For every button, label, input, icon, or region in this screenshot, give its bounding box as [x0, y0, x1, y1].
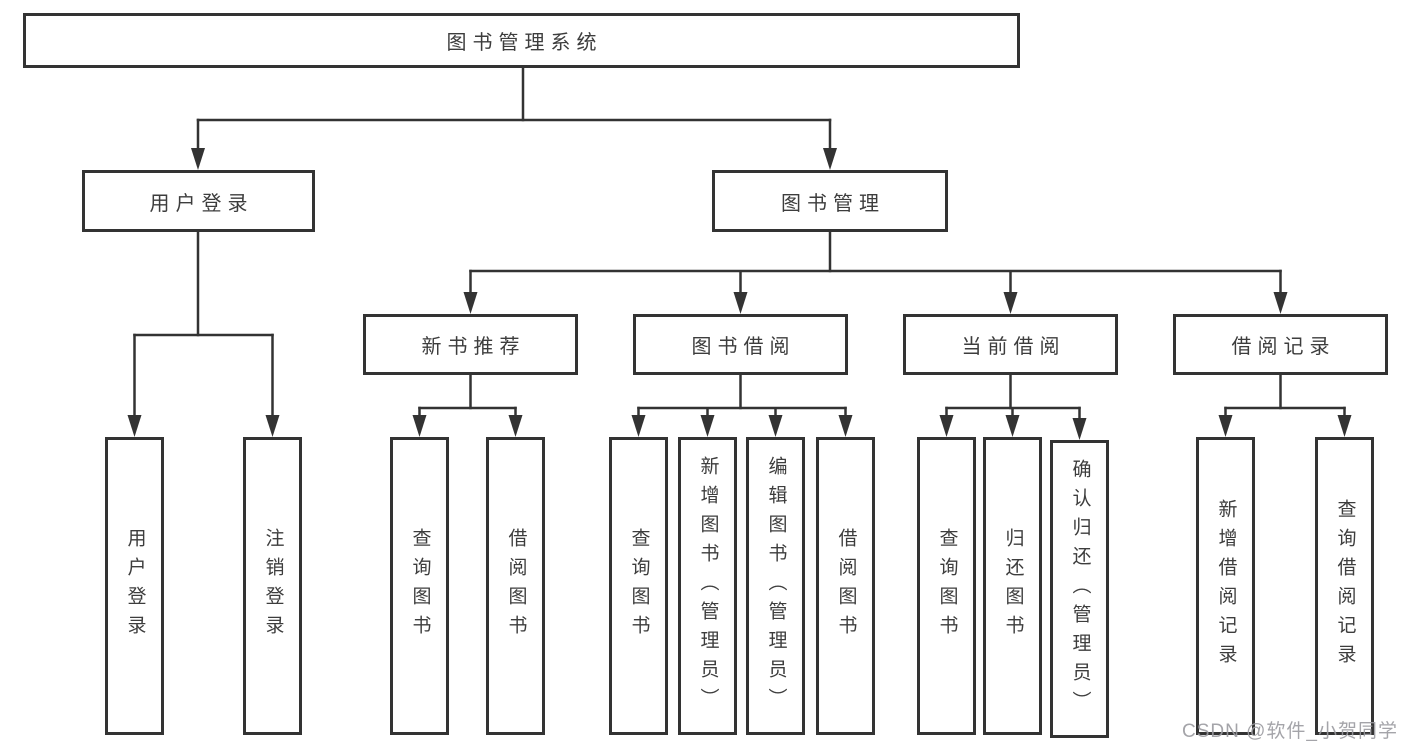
watermark: CSDN @软件_小贺同学: [1182, 721, 1398, 742]
leaf-recommend-query-books: 查询图书: [390, 437, 449, 735]
node-user-login: 用户登录: [82, 170, 315, 232]
connector-user-login-branch: [127, 232, 280, 437]
leaf-user-login-label: 用户登录: [124, 528, 146, 644]
leaf-current-confirm-return-admin-label: 确认归还（管理员）: [1069, 458, 1091, 720]
leaf-records-query-record: 查询借阅记录: [1315, 437, 1374, 735]
leaf-records-query-record-label: 查询借阅记录: [1334, 499, 1356, 673]
leaf-borrowing-add-books-admin-label: 新增图书（管理员）: [697, 455, 719, 717]
connector-book-mgmt-branch: [463, 232, 1288, 314]
connector-new-book-rec-branch: [412, 375, 523, 437]
leaf-records-add-record-label: 新增借阅记录: [1215, 499, 1237, 673]
leaf-borrowing-edit-books-admin-label: 编辑图书（管理员）: [765, 455, 787, 717]
leaf-recommend-borrow-books: 借阅图书: [486, 437, 545, 735]
node-current-borrowing: 当前借阅: [903, 314, 1118, 375]
node-root: 图书管理系统: [23, 13, 1020, 68]
leaf-borrowing-borrow-books-label: 借阅图书: [835, 528, 857, 644]
leaf-current-return-books-label: 归还图书: [1002, 528, 1024, 644]
leaf-recommend-borrow-books-label: 借阅图书: [505, 528, 527, 644]
leaf-current-query-books-label: 查询图书: [936, 528, 958, 644]
node-book-management: 图书管理: [712, 170, 948, 232]
leaf-borrowing-add-books-admin: 新增图书（管理员）: [678, 437, 737, 735]
leaf-borrowing-borrow-books: 借阅图书: [816, 437, 875, 735]
leaf-current-return-books: 归还图书: [983, 437, 1042, 735]
leaf-logout-label: 注销登录: [262, 528, 284, 644]
node-root-label: 图书管理系统: [446, 32, 603, 54]
leaf-borrowing-query-books-label: 查询图书: [628, 528, 650, 644]
leaf-recommend-query-books-label: 查询图书: [409, 528, 431, 644]
leaf-logout: 注销登录: [243, 437, 302, 735]
leaf-borrowing-edit-books-admin: 编辑图书（管理员）: [746, 437, 805, 735]
node-user-login-label: 用户登录: [149, 192, 254, 215]
node-borrowing-records-label: 借阅记录: [1231, 336, 1336, 358]
node-book-management-label: 图书管理: [781, 192, 885, 215]
leaf-user-login: 用户登录: [105, 437, 164, 735]
connector-current-borrow-branch: [939, 375, 1087, 440]
node-current-borrowing-label: 当前借阅: [961, 336, 1066, 358]
node-book-borrowing-label: 图书借阅: [691, 336, 796, 358]
connector-book-borrow-branch: [631, 375, 853, 437]
leaf-current-query-books: 查询图书: [917, 437, 976, 735]
connector-borrow-records-branch: [1218, 375, 1352, 437]
node-borrowing-records: 借阅记录: [1173, 314, 1388, 375]
node-new-book-recommend-label: 新书推荐: [421, 336, 526, 358]
leaf-records-add-record: 新增借阅记录: [1196, 437, 1255, 735]
node-book-borrowing: 图书借阅: [633, 314, 848, 375]
connector-root-to-level2: [191, 68, 837, 170]
leaf-current-confirm-return-admin: 确认归还（管理员）: [1050, 440, 1109, 738]
leaf-borrowing-query-books: 查询图书: [609, 437, 668, 735]
node-new-book-recommend: 新书推荐: [363, 314, 578, 375]
